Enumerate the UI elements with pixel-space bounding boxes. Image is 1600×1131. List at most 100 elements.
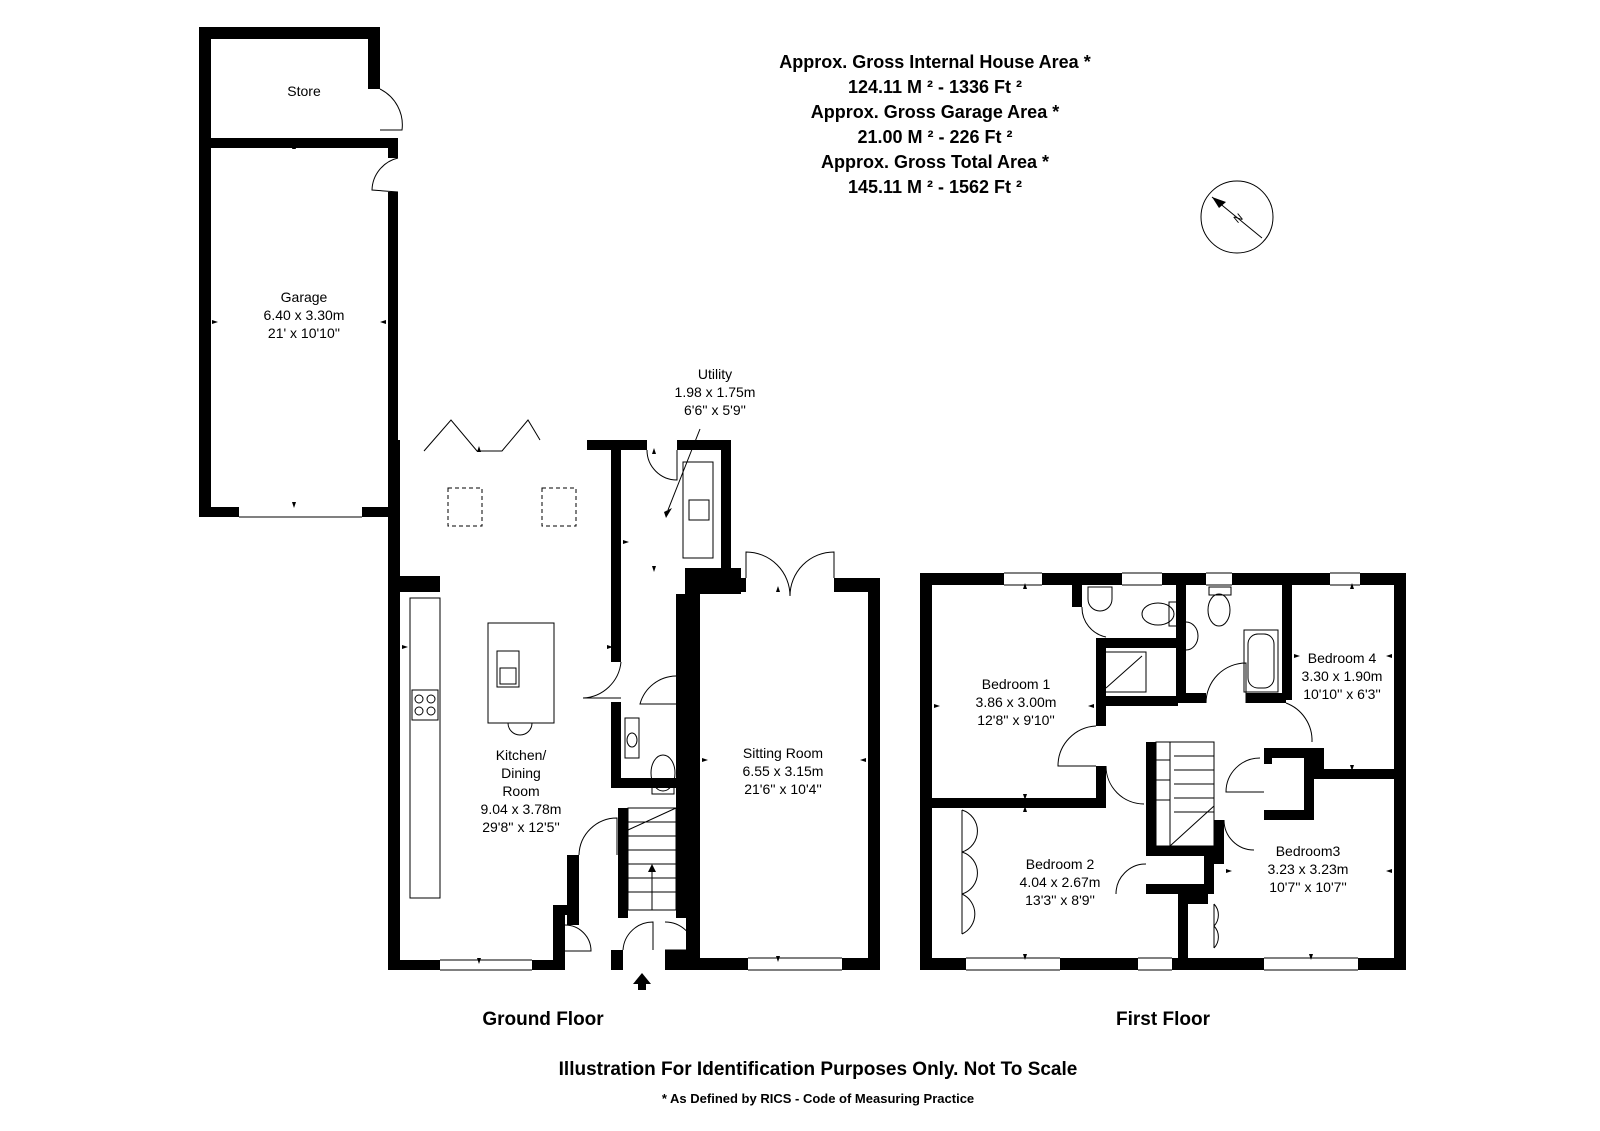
bedroom1-label: Bedroom 1 [982,676,1051,692]
sitting-metric: 6.55 x 3.15m [743,763,824,779]
bath-tub-icon [1243,629,1279,693]
bedroom1-imperial: 12'8'' x 9'10'' [977,712,1055,728]
bedroom3-metric: 3.23 x 3.23m [1268,861,1349,877]
garage-imperial: 21' x 10'10'' [268,325,340,341]
ground-dimension-markers [212,143,866,964]
store-label: Store [287,83,321,99]
ff-bottom-wall-3 [1172,958,1264,970]
wc-bottom-wall [611,778,686,788]
kitchen-left-wall [388,576,400,970]
garage-area-value: 21.00 M ² - 226 Ft ² [857,127,1012,147]
skylight-1 [447,487,483,527]
bed1-right-wall-lower [1096,766,1106,808]
bed3-left-wall-upper [1214,820,1224,864]
garage-metric: 6.40 x 3.30m [264,307,345,323]
ensuite-wall-stub [1072,585,1082,607]
bed1-bed2-wall [920,798,1098,808]
bedroom3-imperial: 10'7'' x 10'7'' [1269,879,1347,895]
airing-left-stub [1264,748,1272,764]
plan-footer: Ground Floor First Floor Illustration Fo… [482,1009,1210,1106]
store-garage-divider [199,138,398,148]
north-arrow-icon: N [1200,180,1274,254]
utility-right-wall [721,440,731,590]
bedroom4-metric: 3.30 x 1.90m [1302,668,1383,684]
utility-top-wall-right [677,440,731,450]
porch-cupboard-top [553,905,579,915]
ensuite-bottom-wall [1096,638,1178,648]
wc-toilet-icon [650,754,676,792]
ff-bottom-wall-4 [1358,958,1406,970]
bed4-bottom-wall [1324,769,1406,779]
sitting-left-wall [686,578,700,970]
first-floor-plan [920,572,1406,971]
bed2-bed3-wall [1178,896,1188,970]
ff-top-wall-2 [1042,573,1122,585]
kitchen-imperial: 29'8'' x 12'5'' [482,819,560,835]
kitchen-bottom-right [532,960,560,970]
kitchen-pier [388,576,440,592]
house-area-value: 124.11 M ² - 1336 Ft ² [848,77,1022,97]
bath-bottom-left [1176,693,1206,703]
ground-stairs [627,807,677,911]
ground-floor-plan [199,27,880,990]
footnote: * As Defined by RICS - Code of Measuring… [662,1091,974,1106]
utility-sink-icon [688,499,710,521]
bath-basin-icon [1185,621,1199,651]
garage-left-wall [199,27,211,517]
bed3-wardrobe-doors [1213,903,1219,949]
bedroom4-imperial: 10'10'' x 6'3'' [1303,686,1381,702]
porch-cupboard-left [553,905,565,970]
sitting-imperial: 21'6'' x 10'4'' [744,781,822,797]
ensuite-lower-wall [1096,696,1178,706]
garage-bottom-right [362,507,398,517]
total-area-title: Approx. Gross Total Area * [821,152,1049,172]
kitchen-left-upper-wall [388,440,400,576]
entrance-jamb-left [611,950,623,970]
landing-cupboard-bottom [1146,884,1214,894]
first-dimension-markers [934,583,1392,960]
kitchen-bottom-left [388,960,440,970]
sitting-bottom-left [686,958,748,970]
landing-cupboard-right [1204,846,1214,894]
kitchen-island [487,622,555,724]
kitchen-label-1: Kitchen/ [496,747,547,763]
island-sink-icon [496,650,520,688]
bed1-right-wall-upper [1096,646,1106,726]
room-labels: Store Garage 6.40 x 3.30m 21' x 10'10'' … [264,83,1383,908]
airing-top [1264,748,1324,758]
sitting-label: Sitting Room [743,745,823,761]
hob-icon [411,689,439,721]
ff-top-wall-3 [1162,573,1206,585]
ff-bottom-wall-2 [1060,958,1138,970]
bedroom4-label: Bedroom 4 [1308,650,1377,666]
stair-bottom-wall [1146,846,1214,856]
house-area-title: Approx. Gross Internal House Area * [779,52,1090,72]
ground-floor-label: Ground Floor [482,1009,604,1030]
utility-metric: 1.98 x 1.75m [675,384,756,400]
bedroom2-imperial: 13'3'' x 8'9'' [1025,892,1095,908]
garage-label: Garage [281,289,328,305]
entrance-arrow-icon [633,973,651,990]
wc-basin-icon [624,717,640,759]
garage-door-jamb [388,138,398,158]
garage-right-wall [388,192,398,517]
disclaimer: Illustration For Identification Purposes… [559,1059,1078,1080]
airing-bottom [1264,810,1314,820]
kitchen-worktop [409,597,441,899]
ff-top-wall-1 [920,573,1004,585]
ff-top-wall-4 [1232,573,1330,585]
utility-top-wall-left [587,440,647,450]
bed3-wardrobe-top [1178,894,1208,904]
kitchen-metric: 9.04 x 3.78m [481,801,562,817]
bedroom3-label: Bedroom3 [1276,843,1341,859]
bedroom1-metric: 3.86 x 3.00m [976,694,1057,710]
sitting-top-left [686,578,746,592]
bath-right-wall [1282,585,1292,700]
bath-bottom-right [1246,693,1286,703]
ff-left-wall [920,573,932,970]
bedroom2-metric: 4.04 x 2.67m [1020,874,1101,890]
store-top-wall [199,27,380,39]
store-right-wall [368,27,380,89]
ensuite-right-wall [1176,585,1186,703]
ff-bottom-wall-1 [920,958,966,970]
